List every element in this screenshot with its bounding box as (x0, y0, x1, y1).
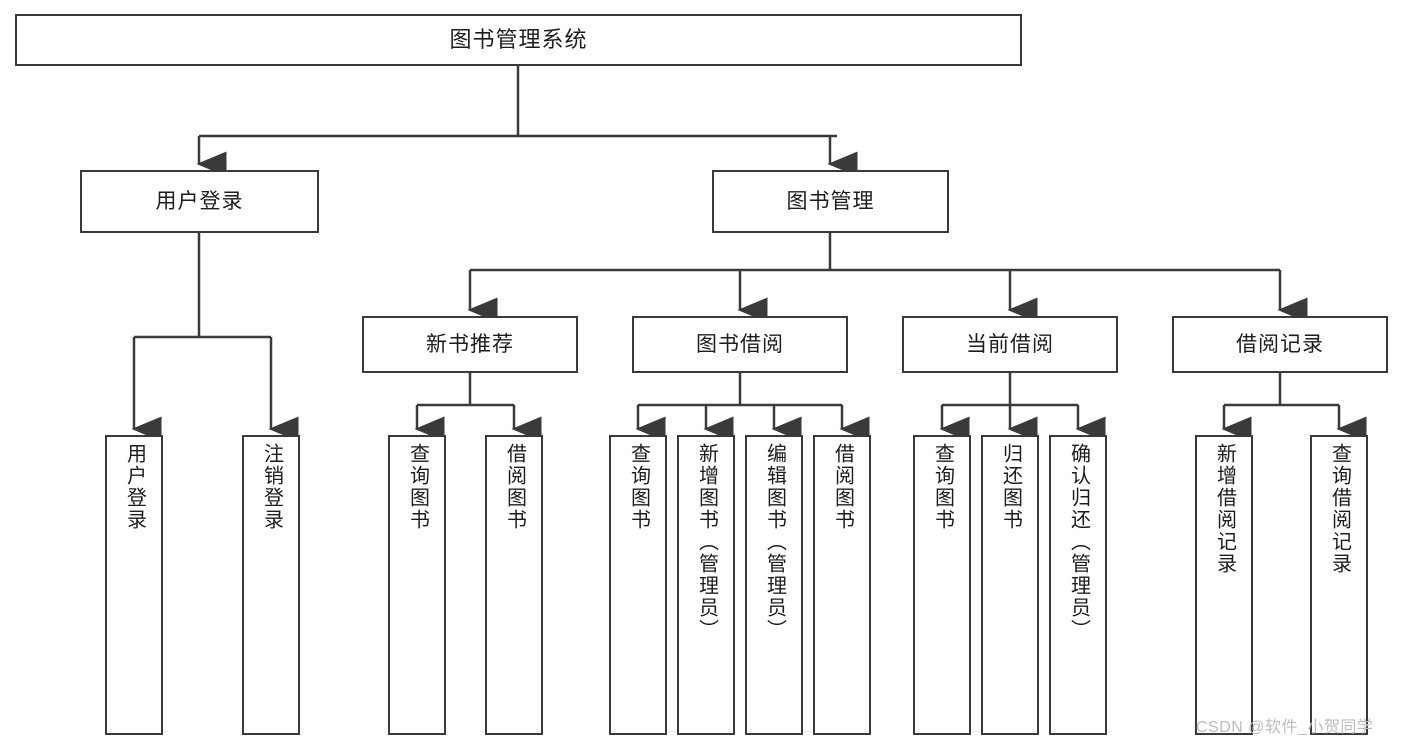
node-label: 图书借阅 (696, 332, 784, 356)
node-label: 借阅图书 (831, 443, 854, 531)
leaf-bb-edit-book-admin[interactable]: 编辑图书（管理员） (745, 435, 803, 735)
node-label: 借阅图书 (503, 443, 526, 531)
node-label: 借阅记录 (1236, 332, 1324, 356)
watermark: CSDN @软件_小贺同学 (1196, 719, 1374, 736)
node-book-management[interactable]: 图书管理 (712, 170, 949, 233)
leaf-bb-add-book-admin[interactable]: 新增图书（管理员） (677, 435, 735, 735)
node-label: 编辑图书（管理员） (763, 443, 786, 641)
leaf-nb-borrow-book[interactable]: 借阅图书 (485, 435, 543, 735)
node-user-login[interactable]: 用户登录 (80, 170, 319, 233)
leaf-logout[interactable]: 注销登录 (242, 435, 300, 735)
node-label: 新增图书（管理员） (695, 443, 718, 641)
leaf-br-add-record[interactable]: 新增借阅记录 (1195, 435, 1253, 735)
node-label: 注销登录 (260, 443, 283, 531)
node-book-borrow[interactable]: 图书借阅 (632, 316, 848, 373)
node-label: 新书推荐 (426, 332, 514, 356)
node-label: 图书管理 (786, 189, 875, 213)
node-label: 查询借阅记录 (1328, 443, 1351, 575)
node-label: 查询图书 (931, 443, 954, 531)
node-label: 图书管理系统 (449, 26, 588, 52)
node-label: 查询图书 (627, 443, 650, 531)
node-label: 确认归还（管理员） (1067, 443, 1090, 641)
leaf-cb-query-book[interactable]: 查询图书 (913, 435, 971, 735)
node-current-borrow[interactable]: 当前借阅 (902, 316, 1118, 373)
leaf-cb-return-book[interactable]: 归还图书 (981, 435, 1039, 735)
node-new-book-recommend[interactable]: 新书推荐 (362, 316, 578, 373)
node-label: 归还图书 (999, 443, 1022, 531)
node-label: 用户登录 (155, 189, 244, 213)
leaf-cb-confirm-return-admin[interactable]: 确认归还（管理员） (1049, 435, 1107, 735)
node-root-system[interactable]: 图书管理系统 (15, 14, 1022, 66)
leaf-bb-borrow-book[interactable]: 借阅图书 (813, 435, 871, 735)
leaf-bb-query-book[interactable]: 查询图书 (609, 435, 667, 735)
leaf-user-login[interactable]: 用户登录 (105, 435, 163, 735)
node-label: 新增借阅记录 (1213, 443, 1236, 575)
leaf-br-query-record[interactable]: 查询借阅记录 (1310, 435, 1368, 735)
leaf-nb-query-book[interactable]: 查询图书 (388, 435, 446, 735)
node-borrow-record[interactable]: 借阅记录 (1172, 316, 1388, 373)
node-label: 查询图书 (406, 443, 429, 531)
node-label: 用户登录 (123, 443, 146, 531)
node-label: 当前借阅 (966, 332, 1054, 356)
